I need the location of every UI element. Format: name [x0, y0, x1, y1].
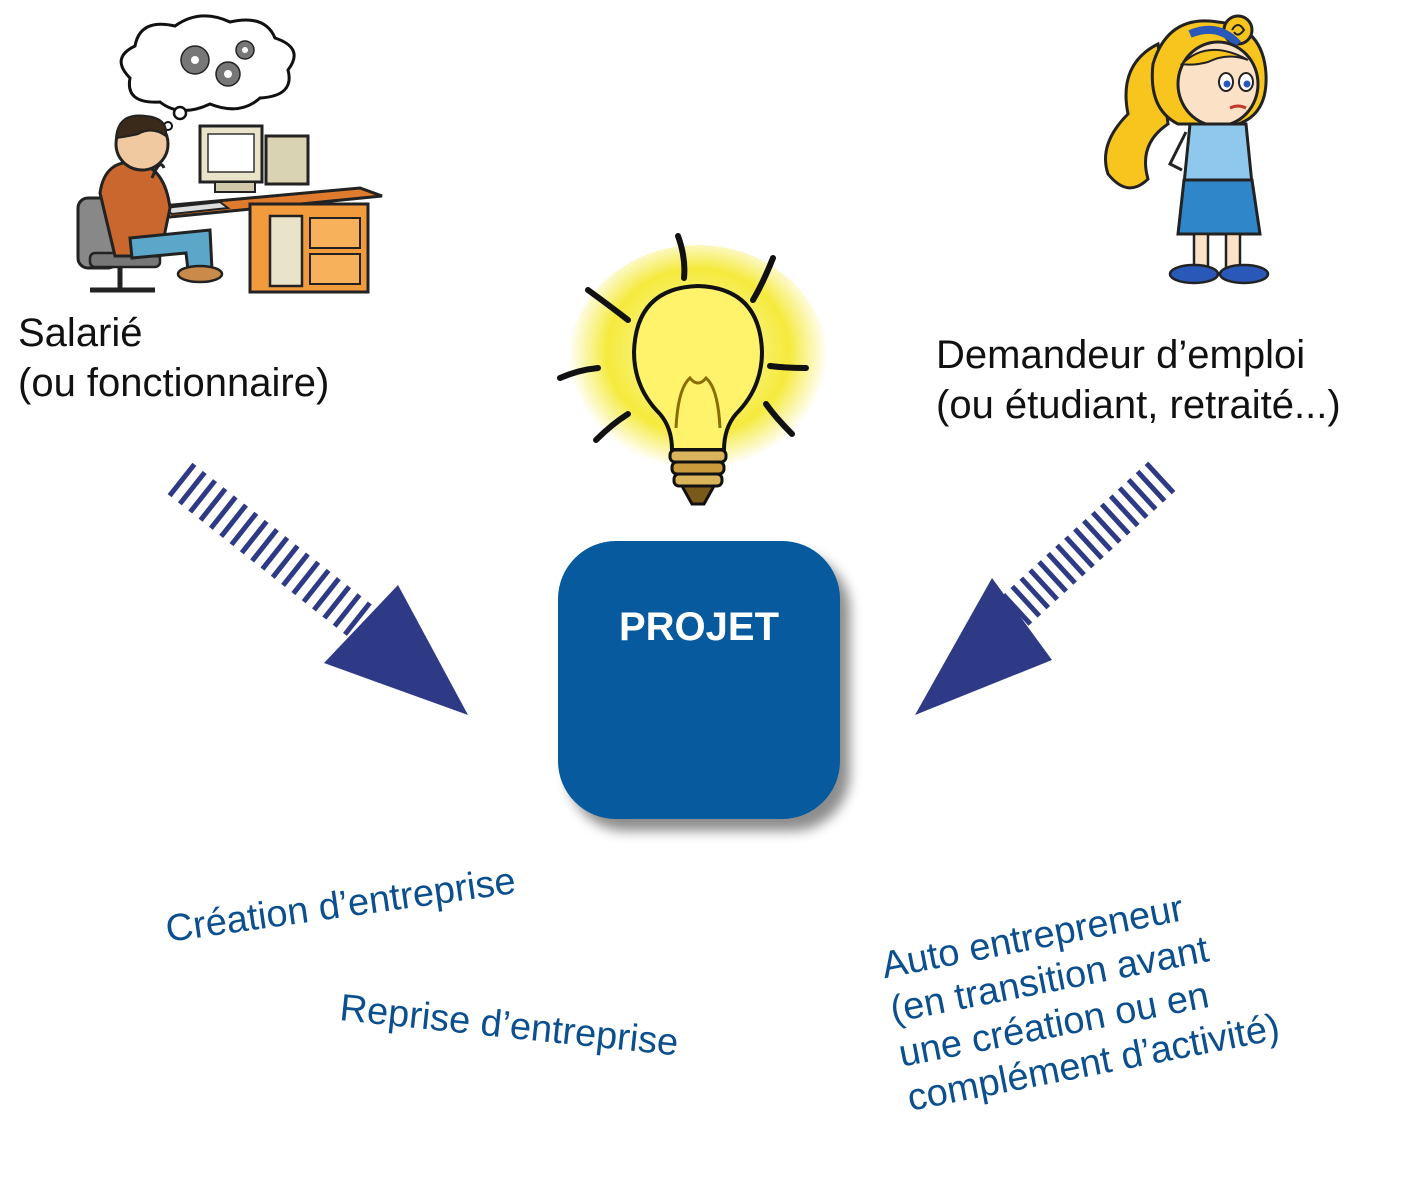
arrow-stripe: [239, 519, 269, 555]
salarie-line1: Salarié: [18, 311, 143, 355]
arrow-stripe: [1001, 592, 1033, 626]
arrow-stripe: [1073, 527, 1104, 561]
arrow-stripe: [291, 560, 321, 596]
arrow-stripe: [281, 552, 310, 587]
arrow-stripe: [219, 503, 248, 539]
arrow-stripe: [1037, 560, 1068, 593]
arrow-stripe: [177, 470, 207, 506]
arrow-stripe: [1108, 494, 1140, 528]
arrow-stripe: [250, 528, 279, 563]
arrow-stripe: [1010, 584, 1042, 618]
arrow-stripe: [1099, 502, 1131, 536]
arrow-stripe: [270, 544, 300, 579]
arrow-stripe: [1064, 535, 1095, 569]
arrow-stripe: [208, 495, 238, 530]
projet-box: PROJET: [558, 541, 840, 819]
arrow-stripe: [188, 479, 217, 514]
arrow-stripe: [260, 536, 290, 571]
arrow-stripe: [1082, 519, 1113, 552]
arrow-stripe: [1117, 486, 1149, 520]
arrow-stripe: [343, 601, 372, 636]
girl-with-ponytail-icon: [1104, 14, 1270, 285]
arrow-stripe: [1046, 551, 1077, 585]
arrow-stripe: [1090, 510, 1122, 544]
salarie-line2: (ou fonctionnaire): [18, 361, 330, 405]
salarie-label: Salarié (ou fonctionnaire): [18, 308, 329, 408]
demandeur-line2: (ou étudiant, retraité...): [936, 383, 1341, 427]
arrow-stripe: [229, 511, 259, 547]
man-at-computer-icon: [76, 14, 383, 294]
arrow-stripe: [312, 576, 341, 612]
left-arrow-icon: [167, 462, 468, 715]
arrow-stripe: [301, 568, 331, 604]
right-arrow-icon: [915, 461, 1176, 715]
arrow-stripe: [1028, 568, 1060, 602]
projet-label: PROJET: [618, 605, 780, 649]
arrow-stripe: [1135, 469, 1167, 503]
arrow-stripe: [1055, 543, 1086, 577]
arrow-stripe: [198, 487, 228, 522]
arrow-stripe: [1019, 576, 1051, 610]
arrow-stripe: [1126, 477, 1158, 511]
arrow-stripe: [1144, 461, 1176, 495]
arrow-stripe: [167, 462, 197, 498]
demandeur-label: Demandeur d’emploi (ou étudiant, retrait…: [936, 330, 1341, 430]
lightbulb-icon: [557, 233, 828, 506]
demandeur-line1: Demandeur d’emploi: [936, 333, 1306, 377]
arrow-stripe: [332, 593, 362, 628]
arrow-stripe: [322, 585, 352, 620]
